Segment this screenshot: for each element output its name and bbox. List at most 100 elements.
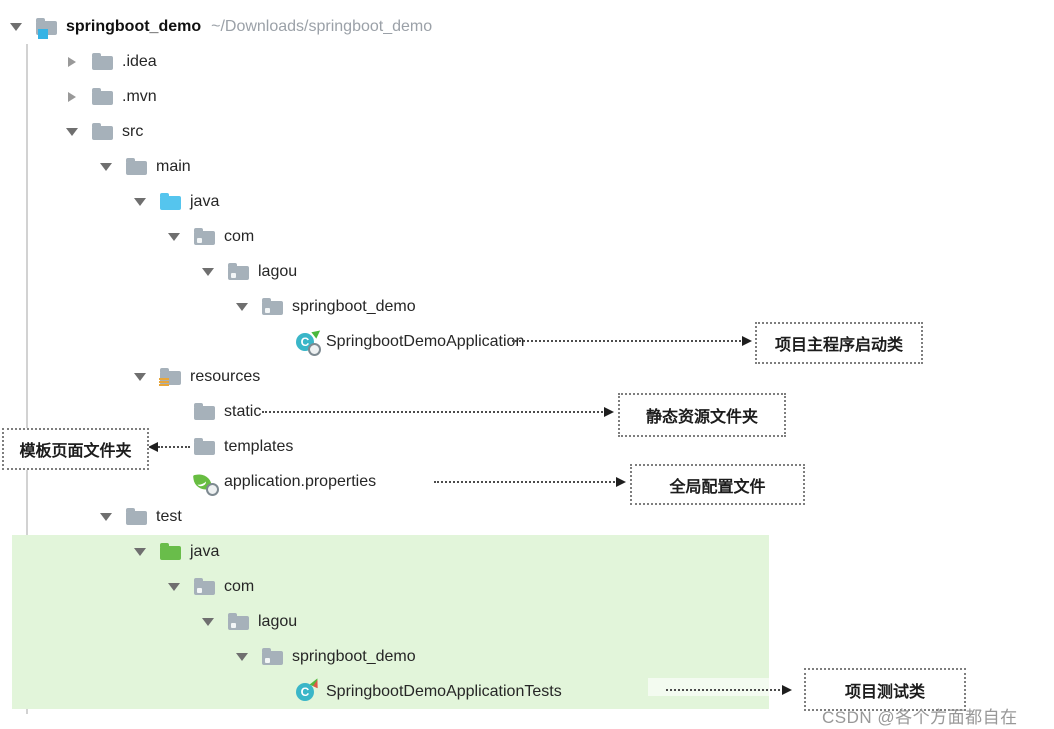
java-source-folder-icon bbox=[160, 191, 182, 213]
clock-badge-icon bbox=[308, 343, 321, 356]
chevron-right-icon[interactable] bbox=[64, 54, 80, 70]
chevron-down-icon[interactable] bbox=[200, 264, 216, 280]
chevron-spacer bbox=[166, 474, 182, 490]
package-icon bbox=[228, 611, 250, 633]
tree-row-main-lagou[interactable]: lagou bbox=[200, 255, 297, 289]
tree-row-templates[interactable]: templates bbox=[166, 430, 293, 464]
tree-row-main-java[interactable]: java bbox=[132, 185, 219, 219]
run-arrow-icon bbox=[311, 327, 323, 339]
tree-row-main-springboot-demo[interactable]: springboot_demo bbox=[234, 290, 416, 324]
tree-item-label: .mvn bbox=[122, 88, 157, 105]
tree-row-mvn[interactable]: .mvn bbox=[64, 80, 157, 114]
tree-item-label: java bbox=[190, 543, 220, 560]
folder-icon bbox=[92, 121, 114, 143]
clock-badge-icon bbox=[206, 483, 219, 496]
folder-icon bbox=[194, 401, 216, 423]
folder-icon bbox=[126, 156, 148, 178]
tree-row-main[interactable]: main bbox=[98, 150, 191, 184]
chevron-down-icon[interactable] bbox=[200, 614, 216, 630]
tree-item-label: lagou bbox=[258, 263, 298, 280]
arrow-head-static bbox=[604, 407, 614, 417]
package-icon bbox=[262, 646, 284, 668]
project-folder-icon bbox=[36, 16, 58, 39]
main-class-icon: C bbox=[296, 327, 323, 356]
tree-row-test-java[interactable]: java bbox=[132, 535, 219, 569]
tree-row-main-class[interactable]: C SpringbootDemoApplication bbox=[268, 325, 524, 359]
tree-item-label: springboot_demo bbox=[66, 18, 202, 35]
tree-row-src[interactable]: src bbox=[64, 115, 143, 149]
chevron-down-icon[interactable] bbox=[8, 19, 24, 35]
project-path-label: ~/Downloads/springboot_demo bbox=[211, 18, 433, 35]
chevron-down-icon[interactable] bbox=[98, 509, 114, 525]
folder-icon bbox=[126, 506, 148, 528]
tree-item-label: application.properties bbox=[224, 473, 377, 490]
chevron-down-icon[interactable] bbox=[64, 124, 80, 140]
tree-item-label: templates bbox=[224, 438, 294, 455]
tree-row-idea[interactable]: .idea bbox=[64, 45, 157, 79]
arrow-line-main-class bbox=[512, 340, 744, 342]
tree-item-label: SpringbootDemoApplicationTests bbox=[326, 683, 562, 700]
folder-icon bbox=[92, 86, 114, 108]
chevron-down-icon[interactable] bbox=[132, 194, 148, 210]
tree-row-test[interactable]: test bbox=[98, 500, 182, 534]
tree-item-label: java bbox=[190, 193, 220, 210]
package-icon bbox=[194, 576, 216, 598]
arrow-head-main-class bbox=[742, 336, 752, 346]
tree-item-label: static bbox=[224, 403, 262, 420]
arrow-line-test-class bbox=[666, 689, 784, 691]
annotation-box-test-class: 项目测试类 bbox=[804, 668, 966, 711]
annotation-box-templates: 模板页面文件夹 bbox=[2, 428, 149, 470]
tree-row-test-class[interactable]: C SpringbootDemoApplicationTests bbox=[268, 675, 562, 709]
chevron-down-icon[interactable] bbox=[234, 299, 250, 315]
test-class-icon: C bbox=[296, 681, 318, 703]
chevron-spacer bbox=[268, 334, 284, 350]
folder-icon bbox=[194, 436, 216, 458]
spring-properties-icon bbox=[192, 471, 219, 496]
chevron-down-icon[interactable] bbox=[132, 369, 148, 385]
tree-item-label: src bbox=[122, 123, 144, 140]
arrow-head-config bbox=[616, 477, 626, 487]
test-source-folder-icon bbox=[160, 541, 182, 563]
tree-item-label: com bbox=[224, 228, 255, 245]
resources-folder-icon bbox=[159, 366, 182, 388]
highlight-pale-band bbox=[648, 678, 798, 696]
tree-item-label: springboot_demo bbox=[292, 648, 416, 665]
chevron-down-icon[interactable] bbox=[166, 229, 182, 245]
tree-row-test-springboot-demo[interactable]: springboot_demo bbox=[234, 640, 416, 674]
chevron-spacer bbox=[268, 684, 284, 700]
tree-item-label: springboot_demo bbox=[292, 298, 416, 315]
tree-row-application-properties[interactable]: application.properties bbox=[166, 465, 376, 499]
chevron-right-icon[interactable] bbox=[64, 89, 80, 105]
test-sources-highlight bbox=[12, 535, 769, 709]
chevron-down-icon[interactable] bbox=[166, 579, 182, 595]
arrow-line-static bbox=[262, 411, 606, 413]
package-icon bbox=[194, 226, 216, 248]
annotation-box-config: 全局配置文件 bbox=[630, 464, 805, 505]
package-icon bbox=[228, 261, 250, 283]
arrow-head-test-class bbox=[782, 685, 792, 695]
tree-row-main-com[interactable]: com bbox=[166, 220, 254, 254]
tree-item-label: main bbox=[156, 158, 191, 175]
tree-indent-guide bbox=[26, 44, 28, 714]
chevron-down-icon[interactable] bbox=[132, 544, 148, 560]
csdn-watermark: CSDN @各个方面都自在 bbox=[822, 708, 1018, 727]
tree-item-label: SpringbootDemoApplication bbox=[326, 333, 525, 350]
chevron-spacer bbox=[166, 404, 182, 420]
chevron-down-icon[interactable] bbox=[234, 649, 250, 665]
tree-row-project-root[interactable]: springboot_demo ~/Downloads/springboot_d… bbox=[8, 10, 432, 44]
package-icon bbox=[262, 296, 284, 318]
tree-item-label: test bbox=[156, 508, 182, 525]
arrow-line-config bbox=[434, 481, 618, 483]
arrow-line-templates bbox=[158, 446, 190, 448]
tree-item-label: .idea bbox=[122, 53, 157, 70]
tree-row-test-lagou[interactable]: lagou bbox=[200, 605, 297, 639]
tree-row-test-com[interactable]: com bbox=[166, 570, 254, 604]
chevron-down-icon[interactable] bbox=[98, 159, 114, 175]
annotation-box-static: 静态资源文件夹 bbox=[618, 393, 786, 437]
tree-row-resources[interactable]: resources bbox=[132, 360, 260, 394]
annotation-box-main-class: 项目主程序启动类 bbox=[755, 322, 923, 364]
tree-row-static[interactable]: static bbox=[166, 395, 261, 429]
folder-icon bbox=[92, 51, 114, 73]
arrow-head-templates bbox=[148, 442, 158, 452]
